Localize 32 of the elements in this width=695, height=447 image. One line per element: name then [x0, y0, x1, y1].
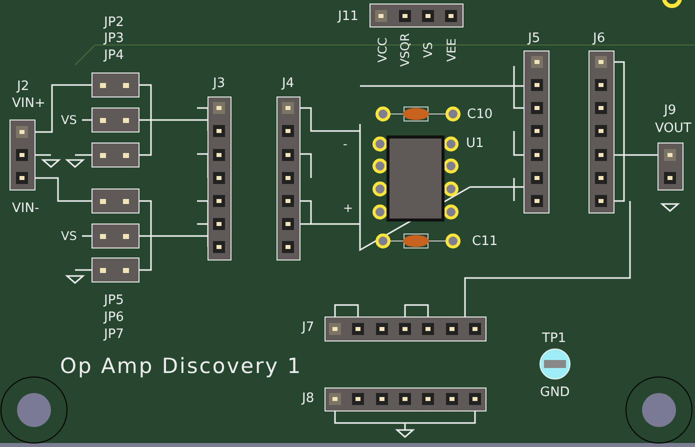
- silkscreen-label: GND: [540, 386, 570, 398]
- silkscreen-label: JP4: [104, 48, 124, 62]
- pin-label: VEE: [445, 38, 458, 62]
- pin-label: VSQR: [398, 33, 411, 67]
- silkscreen-label: JP3: [104, 32, 124, 44]
- silkscreen-label: VIN+: [12, 96, 46, 110]
- silkscreen-label: J3: [213, 76, 226, 90]
- silkscreen-label: J2: [17, 80, 30, 92]
- silkscreen-label: JP7: [104, 328, 124, 340]
- board-title: Op Amp Discovery 1: [60, 356, 302, 377]
- silkscreen-label: JP2: [104, 16, 124, 28]
- silkscreen-label: U1: [466, 136, 484, 150]
- silkscreen-label: C11: [472, 234, 498, 248]
- silkscreen-label: VS: [61, 114, 77, 126]
- pin-label: VS: [422, 42, 434, 58]
- silkscreen-label: J8: [302, 392, 314, 404]
- silkscreen-label: J9: [664, 104, 676, 116]
- silkscreen-label: J11: [338, 10, 358, 22]
- silkscreen-label: J5: [528, 32, 540, 44]
- silkscreen-label: +: [343, 202, 354, 214]
- silkscreen-label: C10: [467, 108, 493, 120]
- silkscreen-label: J6: [593, 32, 606, 44]
- silkscreen-label: -: [343, 138, 348, 150]
- silkscreen-label: VS: [61, 230, 77, 242]
- silkscreen-label: VIN-: [12, 202, 40, 214]
- silkscreen-label: VOUT: [655, 122, 692, 134]
- silkscreen-label: TP1: [542, 332, 566, 344]
- silkscreen-label: JP6: [104, 310, 124, 324]
- silkscreen-label: J4: [282, 76, 294, 90]
- pin-label: VCC: [376, 38, 388, 62]
- silkscreen-label: JP5: [104, 294, 124, 306]
- silkscreen-label: J7: [302, 320, 314, 334]
